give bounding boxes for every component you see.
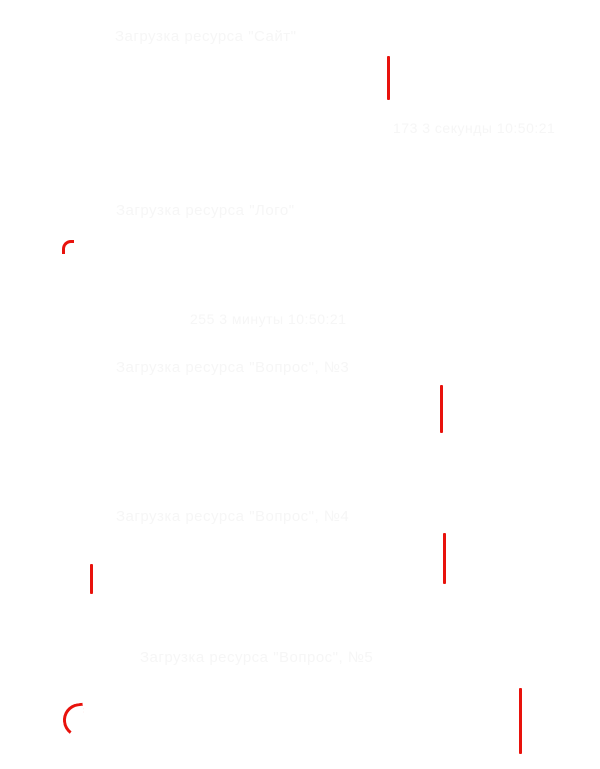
faint-line-7: Загрузка ресурса "Вопрос", №5 — [140, 649, 374, 666]
faint-line-2: 173 3 секунды 10:50:21 — [393, 120, 556, 136]
red-mark-1 — [387, 56, 390, 100]
red-mark-2 — [440, 385, 443, 433]
faint-line-3: Загрузка ресурса "Лого" — [116, 202, 295, 219]
red-corner-mark — [62, 240, 74, 254]
faint-line-1: Загрузка ресурса "Сайт" — [115, 28, 297, 45]
red-arc-mark — [60, 702, 88, 740]
red-mark-3 — [443, 533, 446, 584]
faint-line-6: Загрузка ресурса "Вопрос", №4 — [116, 508, 350, 525]
faint-line-4: 255 3 минуты 10:50:21 — [190, 311, 347, 327]
red-mark-4 — [90, 564, 93, 594]
faint-line-5: Загрузка ресурса "Вопрос", №3 — [116, 359, 350, 376]
red-mark-5 — [519, 688, 522, 754]
